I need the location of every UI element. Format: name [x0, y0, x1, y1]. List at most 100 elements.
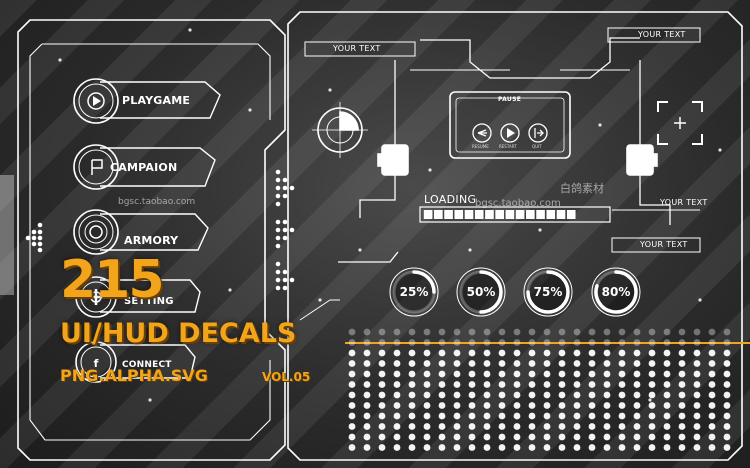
sparkle-dot: [328, 88, 332, 92]
equalizer-dot: [618, 412, 626, 420]
equalizer-dot: [678, 412, 686, 420]
equalizer-dot: [528, 423, 536, 430]
menu-item-campaion[interactable]: CAMPAION: [74, 144, 224, 188]
equalizer-dot: [498, 444, 506, 451]
equalizer-dot: [723, 423, 731, 430]
equalizer-dot: [618, 391, 626, 399]
equalizer-dot: [528, 402, 536, 409]
loading-bar-segment: [556, 210, 566, 219]
equalizer-dot: [633, 391, 641, 399]
equalizer-dot: [663, 349, 671, 357]
equalizer-dot: [708, 433, 716, 441]
equalizer-dot: [378, 444, 386, 451]
progress-label: 25%: [399, 285, 429, 299]
equalizer-dot: [363, 391, 371, 399]
equalizer-dot: [693, 349, 701, 357]
equalizer-dot: [573, 349, 581, 357]
loading-bar-segment: [546, 210, 556, 219]
equalizer-dot: [528, 444, 536, 451]
equalizer-dot: [363, 339, 371, 346]
loading-bar-segment: [536, 210, 545, 219]
equalizer-dot: [468, 433, 476, 441]
equalizer-dot: [588, 381, 596, 388]
equalizer-dot: [603, 423, 611, 430]
equalizer-dot: [528, 412, 536, 420]
equalizer-dot: [693, 381, 701, 388]
equalizer-dot: [483, 402, 491, 409]
menu-item-playgame[interactable]: PLAYGAME: [74, 78, 224, 122]
loading-label: LOADING: [424, 193, 477, 206]
loading-bar-segment: [454, 210, 464, 219]
equalizer-dot: [678, 339, 686, 346]
equalizer-dot: [723, 391, 731, 399]
equalizer-dot: [573, 391, 581, 399]
equalizer-dot: [348, 360, 356, 367]
equalizer-dot: [603, 339, 611, 346]
equalizer-dot: [618, 444, 626, 451]
equalizer-dot: [378, 423, 386, 430]
equalizer-dot: [648, 370, 656, 378]
equalizer-dot: [423, 381, 431, 388]
equalizer-dot: [348, 328, 356, 336]
progress-label: 75%: [533, 285, 563, 299]
menu-item-label: CONNECT: [122, 360, 172, 370]
sparkle-dot: [698, 298, 702, 302]
equalizer-dot: [573, 360, 581, 367]
equalizer-dot: [468, 391, 476, 399]
equalizer-dot: [393, 370, 401, 378]
menu-item-setting[interactable]: SETTING: [74, 276, 224, 316]
equalizer-dot: [648, 402, 656, 409]
equalizer-dot: [453, 370, 461, 378]
equalizer-dot: [633, 349, 641, 357]
sparkle-dot: [318, 298, 322, 302]
equalizer-dot: [423, 433, 431, 441]
equalizer-dot: [648, 328, 656, 336]
equalizer-dot: [378, 391, 386, 399]
equalizer-dot: [438, 412, 446, 420]
equalizer-dot: [663, 444, 671, 451]
your-text-label: YOUR TEXT: [638, 30, 686, 39]
quit-button[interactable]: QUIT: [528, 123, 548, 149]
equalizer-dot: [513, 412, 521, 420]
equalizer-dot: [663, 433, 671, 441]
equalizer-dot: [693, 360, 701, 367]
progress-ring-outer: [389, 267, 439, 317]
equalizer-dot: [438, 391, 446, 399]
progress-ring-arc: [526, 270, 570, 314]
progress-ring-outer: [591, 267, 641, 317]
equalizer-dot: [348, 391, 356, 399]
equalizer-dot: [423, 444, 431, 451]
equalizer-dot: [438, 370, 446, 378]
equalizer-dot: [723, 339, 731, 346]
pause-window: PAUSE RESUME RESTART QUIT: [450, 92, 570, 158]
equalizer-dot: [513, 433, 521, 441]
menu-item-connect[interactable]: CONNECT: [74, 342, 224, 382]
menu-item-label: CAMPAION: [110, 161, 178, 174]
equalizer-dot: [348, 339, 356, 346]
equalizer-dot: [558, 349, 566, 357]
equalizer-dot: [468, 381, 476, 388]
resume-button[interactable]: RESUME: [472, 123, 492, 149]
equalizer-dot: [543, 381, 551, 388]
equalizer-dot: [528, 370, 536, 378]
equalizer-dot: [513, 339, 521, 346]
equalizer-dot: [528, 433, 536, 441]
equalizer-dot: [408, 412, 416, 420]
equalizer-dot: [423, 370, 431, 378]
equalizer-dot: [468, 444, 476, 451]
equalizer-dot: [588, 370, 596, 378]
equalizer-dot: [588, 412, 596, 420]
equalizer-dot: [483, 412, 491, 420]
equalizer-dot: [618, 339, 626, 346]
equalizer-dot: [618, 370, 626, 378]
watermark-url: bgsc.taobao.com: [475, 198, 561, 209]
equalizer-dot: [708, 402, 716, 409]
restart-button[interactable]: RESTART: [499, 123, 520, 149]
equalizer-dot: [393, 328, 401, 336]
loading-bar-segment: [526, 210, 535, 219]
equalizer-dot: [378, 433, 386, 441]
menu-item-armory[interactable]: ARMORY: [74, 210, 224, 254]
equalizer-dot: [633, 328, 641, 336]
